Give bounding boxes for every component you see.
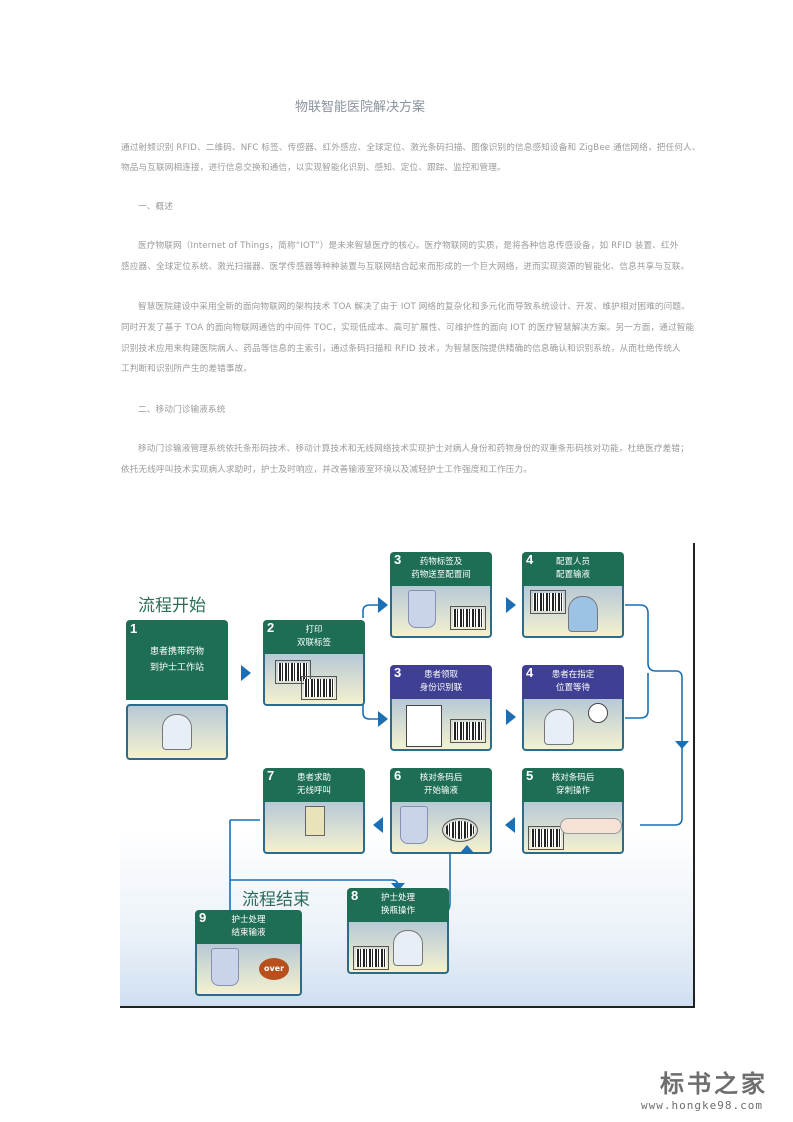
step-header: 3 患者领取 身份识别联 <box>390 665 492 699</box>
paragraph-line: 工判断和识别所产生的差错事故。 <box>121 364 253 374</box>
arrow-up-icon <box>460 845 474 853</box>
step-title-line: 患者领取 <box>423 670 458 680</box>
arrow-left-icon <box>505 817 515 833</box>
waiting-patient-illustration <box>522 699 624 751</box>
step-title-line: 配置输液 <box>555 570 590 580</box>
step-title-line: 穿刺操作 <box>555 786 590 796</box>
step-number: 5 <box>526 768 534 783</box>
step-title-line: 患者在指定 <box>551 670 595 680</box>
arrow-right-icon <box>378 597 388 613</box>
clipboard-illustration <box>390 699 492 751</box>
flow-start-label: 流程开始 <box>138 596 206 616</box>
step-title-line: 核对条码后 <box>551 773 595 783</box>
step-title-line: 无线呼叫 <box>296 786 331 796</box>
step-title-line: 换瓶操作 <box>380 906 415 916</box>
arrow-down-icon <box>675 741 689 749</box>
intro-line: 物品与互联网相连接，进行信息交换和通信，以实现智能化识别、感知、定位、跟踪、监控… <box>121 163 506 173</box>
step-7: 7 患者求助 无线呼叫 <box>263 768 365 854</box>
step-number: 7 <box>267 768 275 783</box>
step-title-line: 配置人员 <box>555 557 590 567</box>
step-8: 8 护士处理 换瓶操作 <box>347 888 449 974</box>
infusion-flow-diagram: 流程开始 流程结束 1 患者携带药物 到护士工作站 2 打印 双联标签 3 药物… <box>120 543 695 1008</box>
step-title-line: 护士处理 <box>380 893 415 903</box>
step-6: 6 核对条码后 开始输液 <box>390 768 492 854</box>
step-title-line: 护士处理 <box>231 915 266 925</box>
step-number: 6 <box>394 768 402 783</box>
step-number: 2 <box>267 620 275 635</box>
arrow-right-icon <box>506 597 516 613</box>
step-header: 5 核对条码后 穿刺操作 <box>522 768 624 802</box>
step-title-line: 身份识别联 <box>419 683 463 693</box>
step-number: 9 <box>199 910 207 925</box>
step-title-line: 核对条码后 <box>419 773 463 783</box>
paragraph-line: 感应器、全球定位系统、激光扫描器、医学传感器等种种装置与互联网结合起来而形成的一… <box>121 262 690 272</box>
step-title-line: 到护士工作站 <box>149 663 204 673</box>
section-heading: 一、概述 <box>138 202 173 212</box>
step-title-line: 打印 <box>305 625 323 635</box>
step-2: 2 打印 双联标签 <box>263 620 365 706</box>
step-header: 4 配置人员 配置输液 <box>522 552 624 586</box>
step-number: 3 <box>394 665 402 680</box>
step-title-line: 患者求助 <box>296 773 331 783</box>
step-title-line: 开始输液 <box>423 786 458 796</box>
step-3-medication: 3 药物标签及 药物送至配置间 <box>390 552 492 638</box>
step-number: 4 <box>526 552 534 567</box>
paragraph-line: 依托无线呼叫技术实现病人求助时，护士及时响应，并改善输液室环境以及减轻护士工作强… <box>121 465 532 475</box>
nurse-illustration <box>126 704 228 760</box>
step-header: 7 患者求助 无线呼叫 <box>263 768 365 802</box>
step-1: 1 患者携带药物 到护士工作站 <box>126 620 228 760</box>
pharmacist-illustration <box>522 586 624 638</box>
connector-lines <box>229 604 683 933</box>
arrow-right-icon <box>241 665 251 681</box>
step-number: 4 <box>526 665 534 680</box>
document-title: 物联智能医院解决方案 <box>294 100 425 115</box>
step-title-line: 药物标签及 <box>419 557 463 567</box>
step-number: 8 <box>351 888 359 903</box>
call-button-illustration <box>263 802 365 854</box>
step-title-line: 药物送至配置间 <box>411 570 471 580</box>
step-header: 9 护士处理 结束输液 <box>195 910 302 944</box>
intro-line: 通过射频识别 RFID、二维码、NFC 标签、传感器、红外感应、全球定位、激光条… <box>121 143 701 153</box>
step-title-line: 结束输液 <box>231 928 266 938</box>
arrow-down-icon <box>391 883 405 891</box>
step-title-line: 位置等待 <box>555 683 590 693</box>
infusion-end-illustration: over <box>195 944 302 996</box>
scan-iv-illustration <box>390 802 492 854</box>
barcode-labels-illustration <box>263 654 365 706</box>
flow-end-label: 流程结束 <box>242 890 310 910</box>
paragraph-line: 医疗物联网（Internet of Things，简称“IOT”）是未来智慧医疗… <box>138 241 679 251</box>
step-3-patient-id: 3 患者领取 身份识别联 <box>390 665 492 751</box>
paragraph-line: 移动门诊输液管理系统依托条形码技术、移动计算技术和无线网络技术实现护士对病人身份… <box>138 444 689 454</box>
step-5: 5 核对条码后 穿刺操作 <box>522 768 624 854</box>
step-title-line: 双联标签 <box>296 638 331 648</box>
watermark-logo: 标书之家 <box>660 1070 768 1098</box>
step-header: 8 护士处理 换瓶操作 <box>347 888 449 922</box>
arrow-right-icon <box>378 711 388 727</box>
watermark-url: www.hongke98.com <box>641 1099 763 1112</box>
step-number: 1 <box>130 621 138 636</box>
nurse-scanning-illustration <box>347 922 449 974</box>
section-heading: 二、移动门诊输液系统 <box>138 405 226 415</box>
step-header: 6 核对条码后 开始输液 <box>390 768 492 802</box>
paragraph-line: 识别技术应用来构建医院病人、药品等信息的主索引，通过条码扫描和 RFID 技术，… <box>121 344 681 354</box>
step-4-prepare: 4 配置人员 配置输液 <box>522 552 624 638</box>
step-4-wait: 4 患者在指定 位置等待 <box>522 665 624 751</box>
puncture-illustration <box>522 802 624 854</box>
paragraph-line: 同时开发了基于 TOA 的面向物联网通信的中间件 TOC，实现低成本、高可扩展性… <box>121 323 695 333</box>
paragraph-line: 智慧医院建设中采用全新的面向物联网的架构技术 TOA 解决了由于 IOT 网络的… <box>138 302 690 312</box>
step-header: 1 患者携带药物 到护士工作站 <box>126 620 228 700</box>
iv-bag-illustration <box>390 586 492 638</box>
over-badge: over <box>259 958 289 980</box>
step-9: 9 护士处理 结束输液 over <box>195 910 302 996</box>
step-header: 3 药物标签及 药物送至配置间 <box>390 552 492 586</box>
step-header: 4 患者在指定 位置等待 <box>522 665 624 699</box>
step-title-line: 患者携带药物 <box>149 647 204 657</box>
step-number: 3 <box>394 552 402 567</box>
step-header: 2 打印 双联标签 <box>263 620 365 654</box>
arrow-right-icon <box>506 709 516 725</box>
arrow-left-icon <box>373 817 383 833</box>
